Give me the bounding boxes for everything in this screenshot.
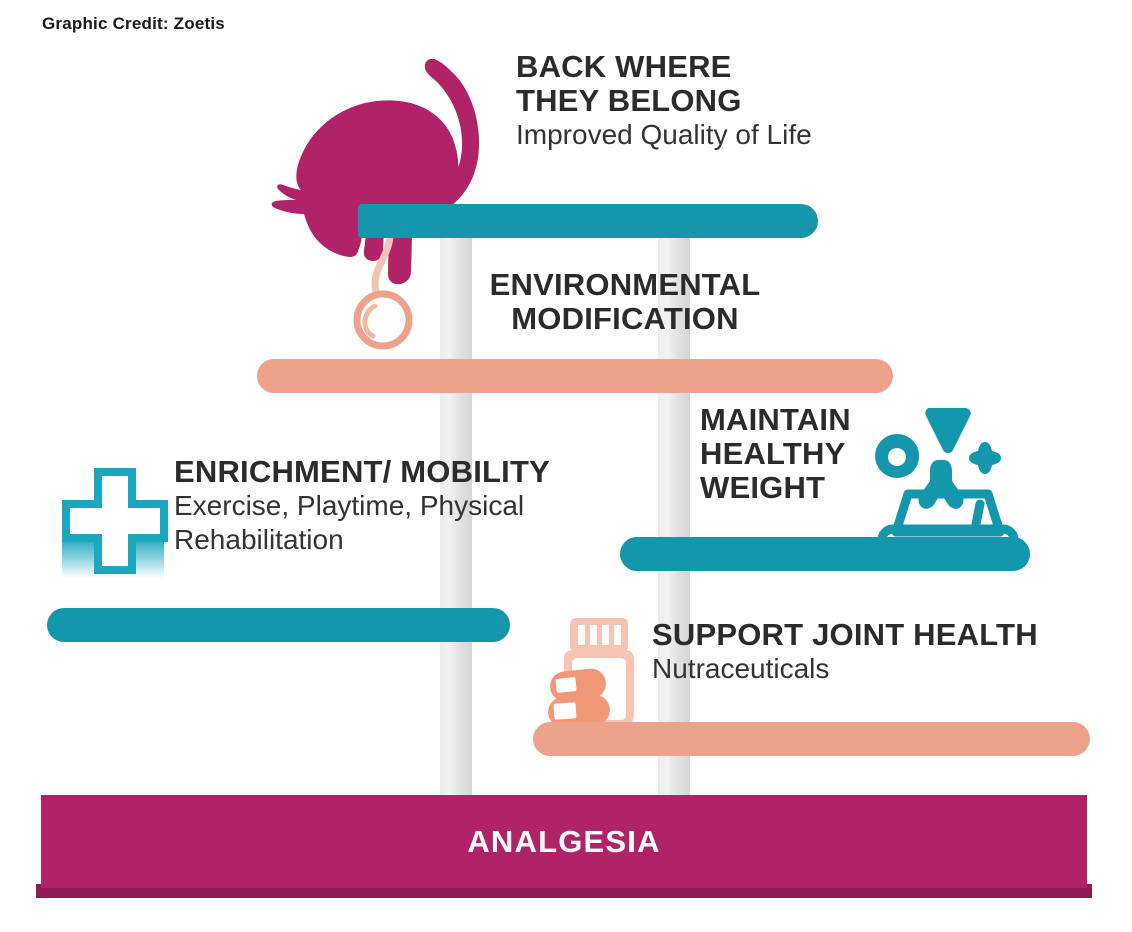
enrichment-subtext-line-1: Exercise, Playtime, Physical [174,490,525,521]
weight-heading-line-3: WEIGHT [700,470,826,505]
joint-subtext: Nutraceuticals [652,653,830,684]
joint-heading: SUPPORT JOINT HEALTH [652,617,1038,652]
back-subtext: Improved Quality of Life [516,119,812,150]
rung-maintain-healthy-weight [620,537,1030,571]
analgesia-foundation: ANALGESIA [41,795,1087,888]
label-maintain-healthy-weight: MAINTAIN HEALTHY WEIGHT [700,403,930,505]
label-environmental-modification: ENVIRONMENTAL MODIFICATION [455,268,795,336]
rung-support-joint-health [533,722,1090,756]
env-heading-line-1: ENVIRONMENTAL [489,267,761,302]
weight-heading-line-1: MAINTAIN [700,402,851,437]
analgesia-label: ANALGESIA [467,823,661,859]
env-heading-line-2: MODIFICATION [511,301,739,336]
ladder-post-right [658,237,690,799]
label-support-joint-health: SUPPORT JOINT HEALTH Nutraceuticals [652,618,1092,686]
back-heading-line-1: BACK WHERE [516,49,732,84]
ball-toy-icon [345,232,425,350]
rung-environmental-modification [257,359,893,393]
label-enrichment-mobility: ENRICHMENT/ MOBILITY Exercise, Playtime,… [174,455,644,557]
rung-back-where-they-belong [358,204,818,238]
enrichment-subtext-line-2: Rehabilitation [174,524,344,555]
weight-heading-line-2: HEALTHY [700,436,846,471]
label-back-where-they-belong: BACK WHERE THEY BELONG Improved Quality … [516,50,956,152]
ladder-post-left [440,237,472,799]
pill-bottle-icon [548,616,652,728]
medical-cross-icon [58,462,172,580]
rung-enrichment-mobility [47,608,510,642]
food-bowl-icon [872,398,1024,556]
back-heading-line-2: THEY BELONG [516,83,742,118]
enrichment-heading: ENRICHMENT/ MOBILITY [174,454,550,489]
graphic-credit: Graphic Credit: Zoetis [42,14,225,33]
